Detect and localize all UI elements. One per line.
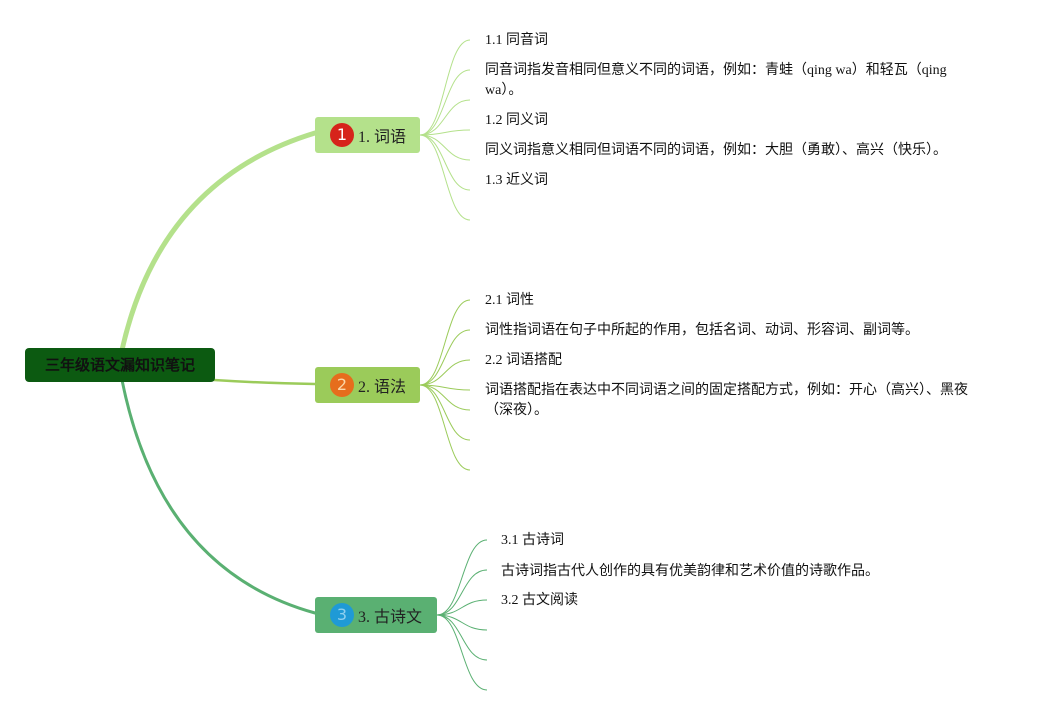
connector-root-branch1 (119, 130, 318, 353)
leaf-1-1[interactable]: 1.1 同音词 (485, 33, 548, 48)
root-title: 三年级语文漏知识笔记 (44, 356, 195, 374)
priority-1-badge: 1 (330, 123, 354, 147)
connector-root-branch3 (120, 378, 317, 615)
leaf-1-4[interactable]: 同义词指意义相同但词语不同的词语，例如：大胆（勇敢）、高兴（快乐）。 (485, 143, 947, 158)
connector-root-branch2 (212, 378, 317, 386)
branch2-fan (419, 299, 471, 471)
leaf-3-3[interactable]: 3.2 古文阅读 (501, 593, 578, 608)
leaf-1-5[interactable]: 1.3 近义词 (485, 173, 548, 188)
leaf-2-2[interactable]: 词性指词语在句子中所起的作用，包括名词、动词、形容词、副词等。 (485, 323, 919, 338)
branch1-fan (419, 39, 471, 221)
leaf-2-1[interactable]: 2.1 词性 (485, 293, 534, 308)
branch-1-label: 1. 词语 (358, 129, 407, 146)
leaf-3-2[interactable]: 古诗词指古代人创作的具有优美韵律和艺术价值的诗歌作品。 (501, 564, 879, 579)
root-node[interactable]: 三年级语文漏知识笔记 (25, 348, 215, 382)
priority-3-badge: 3 (330, 603, 354, 627)
branch-3-label: 3. 古诗文 (358, 609, 423, 626)
priority-2-badge: 2 (330, 373, 354, 397)
branch-node-2[interactable]: 2 2. 语法 (315, 367, 420, 403)
leaf-3-1[interactable]: 3.1 古诗词 (501, 533, 564, 548)
branch-node-3[interactable]: 3 3. 古诗文 (315, 597, 437, 633)
leaf-1-3[interactable]: 1.2 同义词 (485, 113, 548, 128)
leaf-1-2[interactable]: 同音词指发音相同但意义不同的词语，例如：青蛙（qing wa）和轻瓦（qing … (485, 63, 947, 98)
leaf-2-4[interactable]: 词语搭配指在表达中不同词语之间的固定搭配方式，例如：开心（高兴）、黑夜（深夜）。 (485, 383, 968, 418)
branch3-fan (436, 539, 488, 691)
branch-2-label: 2. 语法 (358, 379, 407, 396)
leaf-2-3[interactable]: 2.2 词语搭配 (485, 353, 562, 368)
branch-node-1[interactable]: 1 1. 词语 (315, 117, 420, 153)
